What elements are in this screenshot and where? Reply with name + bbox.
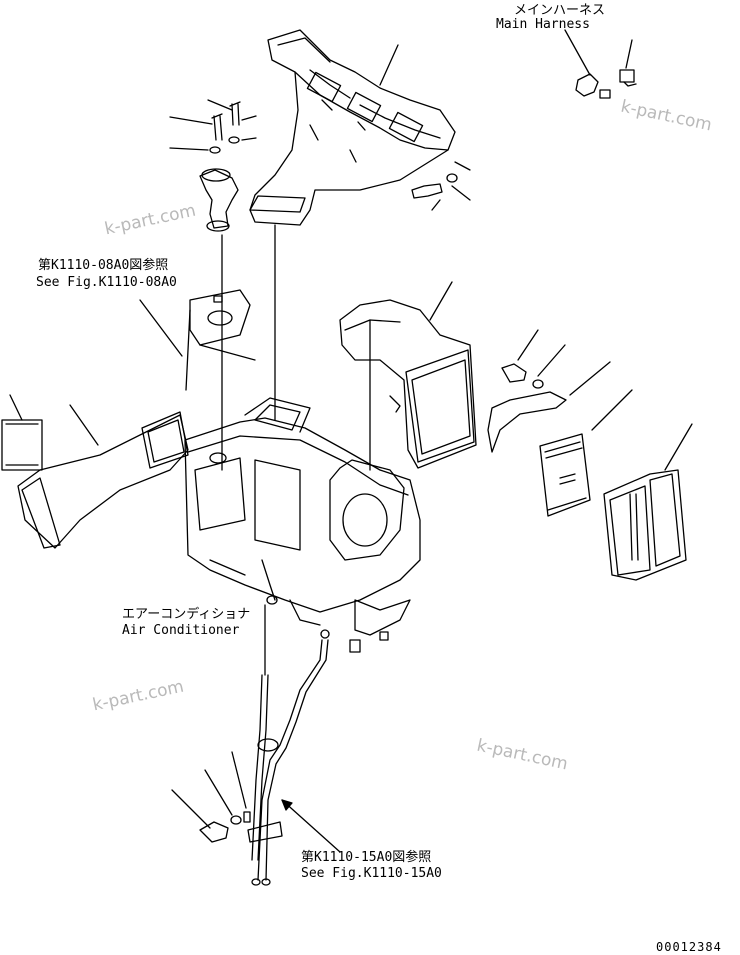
air-conditioner-unit [184, 397, 421, 653]
bolts-and-pipe [199, 101, 241, 232]
reference-bottom-en: See Fig.K1110-15A0 [301, 866, 442, 881]
reference-top-en: See Fig.K1110-08A0 [36, 275, 177, 290]
clamp-bolt [199, 811, 251, 843]
bolt-washer-right [411, 173, 458, 199]
main-harness-label-en: Main Harness [496, 17, 590, 32]
main-harness-label-jp: メインハーネス [514, 3, 606, 18]
air-filter [539, 433, 591, 517]
left-air-duct [17, 411, 189, 549]
reference-bottom-jp: 第K1110-15A0図参照 [301, 850, 432, 865]
air-conditioner-label-jp: エアーコンディショナ [122, 607, 251, 622]
main-harness-connector [575, 69, 637, 99]
mounting-bracket [185, 289, 256, 391]
side-air-duct [339, 299, 477, 469]
upper-air-duct [249, 29, 456, 226]
filter-element-left [1, 419, 43, 471]
air-conditioner-label-en: Air Conditioner [122, 623, 240, 638]
drain-hoses [247, 629, 330, 886]
seal-gasket [487, 391, 567, 453]
bolt-washer-right-mid [501, 363, 544, 389]
reference-top-jp: 第K1110-08A0図参照 [38, 258, 169, 273]
drawing-number: 00012384 [656, 940, 722, 954]
reference-arrow-bottom [281, 799, 341, 853]
filter-case [603, 469, 687, 581]
